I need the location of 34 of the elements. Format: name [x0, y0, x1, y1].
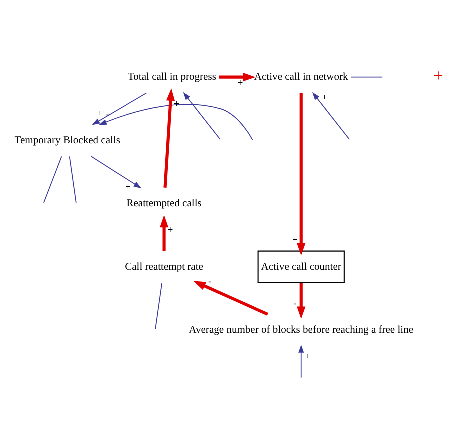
edge-label: +	[96, 108, 102, 120]
node-text: Active call in network	[254, 72, 348, 84]
arrow	[219, 73, 256, 82]
arrow	[297, 283, 306, 320]
edge-label: +	[322, 92, 328, 104]
edge-label: -	[294, 298, 297, 310]
node-text: Call reattempt rate	[125, 262, 204, 273]
connector	[351, 76, 384, 78]
node-box: Active call counter	[258, 250, 345, 284]
connector	[155, 282, 163, 330]
label: +	[433, 66, 444, 86]
edge-label: +	[238, 78, 244, 89]
arrow	[92, 92, 148, 126]
arrow	[160, 215, 169, 252]
edge-label: +	[168, 225, 174, 236]
connector	[69, 156, 77, 204]
edge-label: -	[208, 276, 212, 288]
arrow	[297, 93, 306, 256]
node-text: Average number of blocks before reaching a free line	[189, 325, 414, 336]
arrow	[312, 92, 350, 140]
edge-label: -	[106, 109, 110, 120]
connector	[44, 156, 62, 204]
arrow	[298, 344, 304, 378]
node-text: Total call in progress	[128, 72, 216, 84]
arrow	[183, 92, 221, 140]
arrow	[98, 104, 254, 141]
arrow	[164, 88, 176, 188]
edge-label: +	[304, 351, 310, 362]
node-text: Reattempted calls	[126, 198, 202, 210]
node-text: Temporary Blocked calls	[14, 135, 120, 146]
edge-label: +	[126, 182, 131, 193]
arrow	[194, 281, 269, 316]
arrow	[90, 156, 142, 189]
edge-label: +	[292, 234, 298, 246]
